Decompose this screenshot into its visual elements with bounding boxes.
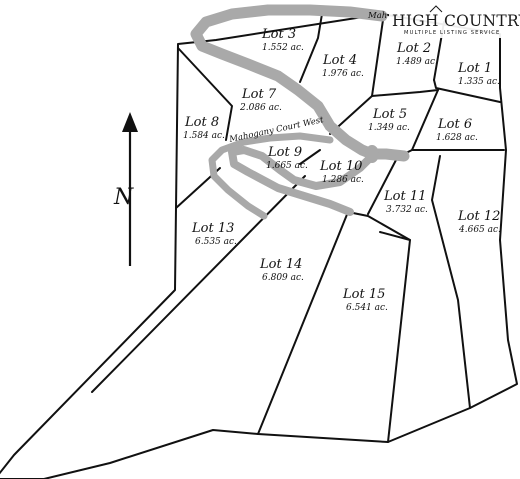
- lot-9-acres: 1.665 ac.: [266, 161, 308, 171]
- lot-line-6-12: [395, 149, 505, 159]
- lot-boundaries: [0, 13, 518, 479]
- logo-tagline: MULTIPLE LISTING SERVICE: [404, 30, 500, 36]
- road-mahogany-court-west: [228, 146, 376, 216]
- lot-5-name: Lot 5: [372, 107, 407, 122]
- lot-13-name: Lot 13: [191, 221, 234, 236]
- lot-line-13-14: [91, 175, 306, 393]
- road-cul-de-sac: [365, 145, 379, 163]
- lot-6-acres: 1.628 ac.: [436, 133, 478, 143]
- lot-line-10-11: [367, 159, 397, 215]
- lot-8-acres: 1.584 ac.: [183, 131, 225, 141]
- lot-line-3-4: [299, 13, 323, 83]
- lot-1-acres: 1.335 ac.: [458, 77, 500, 87]
- lot-line-2-5: [371, 89, 439, 97]
- lot-11-name: Lot 11: [383, 189, 426, 204]
- mountain-icon: [429, 5, 443, 13]
- north-arrow: N: [113, 112, 138, 266]
- lot-12-acres: 4.665 ac.: [458, 225, 501, 235]
- lot-9-name: Lot 9: [267, 145, 302, 160]
- lot-4-name: Lot 4: [322, 53, 357, 68]
- lot-8-name: Lot 8: [184, 115, 219, 130]
- lot-15-name: Lot 15: [342, 287, 385, 302]
- lot-10-acres: 1.286 ac.: [322, 175, 364, 185]
- lot-line-15-11: [379, 231, 411, 443]
- lot-3-acres: 1.552 ac.: [262, 43, 304, 53]
- mls-logo: HIGH COUNTRY MULTIPLE LISTING SERVICE: [389, 5, 520, 38]
- lot-11-acres: 3.732 ac.: [386, 205, 428, 215]
- outer-boundary: [0, 13, 518, 479]
- north-letter: N: [113, 185, 134, 210]
- road-main-loop: [190, 4, 410, 162]
- lot-7-acres: 2.086 ac.: [239, 103, 282, 113]
- lot-4-acres: 1.976 ac.: [322, 69, 364, 79]
- lot-3-name: Lot 3: [261, 27, 296, 42]
- lot-1-name: Lot 1: [457, 61, 492, 76]
- lot-2-acres: 1.489 ac.: [396, 57, 438, 67]
- lot-5-acres: 1.349 ac.: [368, 123, 410, 133]
- lot-labels: Lot 1 1.335 ac. Lot 2 1.489 ac. Lot 3 1.…: [183, 27, 501, 313]
- lot-14-name: Lot 14: [259, 257, 302, 272]
- logo-backdrop: [389, 8, 517, 38]
- road-label-top: Mah: [367, 11, 387, 21]
- road-spur-west: [208, 132, 334, 220]
- lot-10-name: Lot 10: [319, 159, 362, 174]
- lot-line-1-6: [433, 79, 501, 103]
- lot-12-name: Lot 12: [457, 209, 500, 224]
- lot-15-acres: 6.541 ac.: [346, 303, 388, 313]
- lot-line-9-10: [299, 149, 321, 165]
- north-arrow-head-icon: [122, 112, 138, 132]
- lot-2-name: Lot 2: [396, 41, 431, 56]
- logo-name: HIGH COUNTRY: [392, 12, 520, 30]
- lot-line-11-15: [347, 211, 411, 241]
- lot-6-name: Lot 6: [437, 117, 472, 132]
- lot-line-5-6: [411, 89, 439, 151]
- lot-7-name: Lot 7: [241, 87, 277, 102]
- lot-14-acres: 6.809 ac.: [262, 273, 304, 283]
- lot-line-4-2: [371, 19, 384, 97]
- lot-line-7-8: [177, 47, 233, 141]
- lot-line-14-15: [257, 211, 349, 435]
- lot-line-11-12: [431, 155, 471, 409]
- lot-13-acres: 6.535 ac.: [195, 237, 237, 247]
- roads: [190, 4, 410, 220]
